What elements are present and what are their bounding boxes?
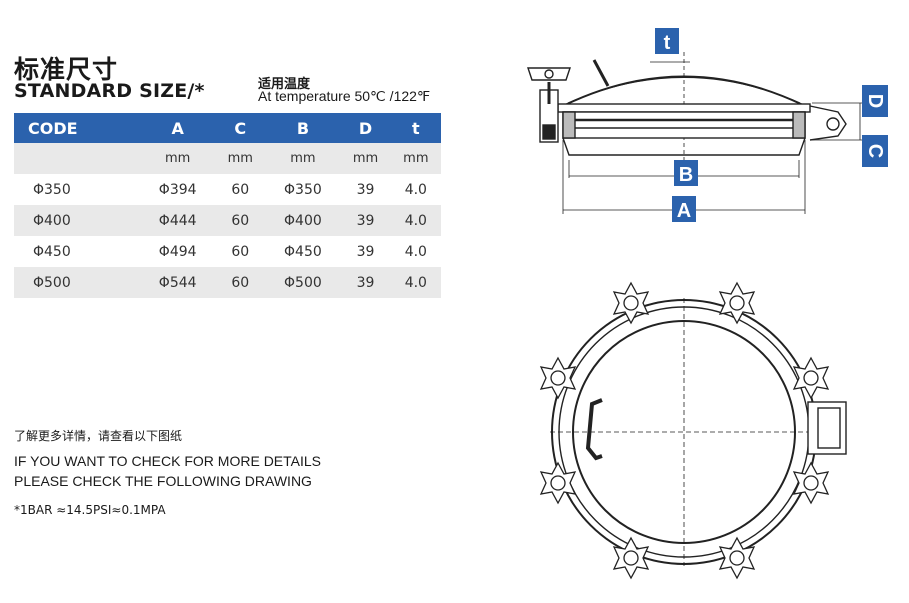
- cell-code: Φ450: [33, 243, 71, 260]
- table-header-row: CODE A C B D t: [14, 113, 441, 143]
- flange-neck: [562, 137, 806, 156]
- size-table: CODE A C B D t mm mm mm mm mm Φ350 Φ394 …: [14, 113, 441, 298]
- cell-t: 4.0: [390, 267, 441, 298]
- cell-a: Φ494: [158, 243, 197, 260]
- col-header-code: CODE: [14, 113, 141, 143]
- label-a-text: A: [677, 200, 691, 222]
- col-header-c: C: [215, 113, 266, 143]
- table-row: Φ450 Φ494 60 Φ450 39 4.0: [14, 236, 441, 267]
- star-knob-icon: [792, 461, 830, 505]
- label-t: t: [655, 28, 679, 54]
- hinge-left-pin: [542, 124, 556, 140]
- label-t-text: t: [664, 32, 671, 54]
- dome-lid-inner: [567, 77, 801, 104]
- temperature-label-cn: 适用温度: [258, 77, 311, 92]
- hinge-right-inner: [817, 407, 841, 449]
- notes-block: 了解更多详情，请查看以下图纸 IF YOU WANT TO CHECK FOR …: [14, 427, 321, 517]
- cell-c: 60: [231, 243, 250, 260]
- cell-d: 39: [356, 181, 375, 198]
- table-row: Φ500 Φ544 60 Φ500 39 4.0: [14, 267, 441, 298]
- dome-handle: [592, 59, 610, 87]
- cell-b: Φ450: [284, 243, 322, 260]
- mid-ring: [558, 306, 810, 558]
- gasket-right: [792, 111, 806, 139]
- cell-a: Φ444: [140, 205, 216, 236]
- note-cn: 了解更多详情，请查看以下图纸: [14, 429, 183, 443]
- gasket-left: [562, 111, 576, 139]
- star-knob-icon: [718, 281, 756, 325]
- cell-c: 60: [215, 205, 266, 236]
- star-knob-icon: [539, 356, 577, 400]
- clamp-right: [809, 105, 847, 141]
- label-d-text: D: [864, 94, 886, 108]
- cell-a: Φ544: [140, 267, 216, 298]
- star-knob-side: [527, 67, 571, 81]
- star-knob-icon: [718, 536, 756, 580]
- temperature-label-en: At temperature 50℃ /122℉: [258, 88, 431, 104]
- star-knob-icon: [612, 281, 650, 325]
- col-header-b: B: [265, 113, 341, 143]
- page-title-cn: 标准尺寸: [14, 55, 119, 84]
- label-b: B: [674, 160, 698, 186]
- note-line-2: PLEASE CHECK THE FOLLOWING DRAWING: [14, 473, 312, 489]
- col-header-t: t: [390, 113, 441, 143]
- cell-d: 39: [356, 243, 375, 260]
- note-line-1: IF YOU WANT TO CHECK FOR MORE DETAILS: [14, 453, 322, 469]
- cell-code: Φ500: [14, 267, 141, 298]
- unit-cell: mm: [340, 143, 391, 174]
- star-knob-icon: [539, 461, 577, 505]
- col-header-a: A: [140, 113, 216, 143]
- label-a: A: [672, 196, 696, 222]
- page-title-en: STANDARD SIZE/*: [14, 80, 205, 102]
- units-row: mm mm mm mm mm: [14, 143, 441, 174]
- star-knob-icon: [612, 536, 650, 580]
- unit-cell: mm: [140, 143, 216, 174]
- label-d: D: [862, 85, 888, 117]
- cell-b: Φ500: [265, 267, 341, 298]
- label-c: C: [862, 135, 888, 167]
- unit-cell: [14, 143, 141, 174]
- pressure-note: *1BAR ≈14.5PSI≈0.1MPA: [14, 503, 166, 517]
- cell-t: 4.0: [390, 205, 441, 236]
- cell-code: Φ400: [14, 205, 141, 236]
- knob-center: [544, 69, 554, 79]
- label-b-text: B: [679, 164, 693, 186]
- cell-d: 39: [340, 267, 391, 298]
- unit-cell: mm: [390, 143, 441, 174]
- cell-code: Φ350: [33, 181, 71, 198]
- cell-b: Φ350: [284, 181, 322, 198]
- lid-handle: [585, 398, 603, 461]
- unit-cell: mm: [265, 143, 341, 174]
- cell-t: 4.0: [404, 243, 427, 260]
- side-view: [527, 52, 862, 214]
- col-header-d: D: [340, 113, 391, 143]
- star-knobs: [539, 281, 830, 580]
- cell-b: Φ400: [265, 205, 341, 236]
- lid-rim: [557, 103, 811, 113]
- flange-ring: [562, 111, 806, 139]
- table-row: Φ350 Φ394 60 Φ350 39 4.0: [14, 174, 441, 205]
- cell-c: 60: [215, 267, 266, 298]
- cell-d: 39: [340, 205, 391, 236]
- unit-cell: mm: [215, 143, 266, 174]
- clamp-bolt: [826, 117, 840, 131]
- cell-t: 4.0: [404, 181, 427, 198]
- star-knob-icon: [792, 356, 830, 400]
- cell-a: Φ394: [158, 181, 197, 198]
- label-c-text: C: [864, 144, 886, 158]
- cell-c: 60: [231, 181, 250, 198]
- table-row: Φ400 Φ444 60 Φ400 39 4.0: [14, 205, 441, 236]
- top-view: [550, 298, 847, 566]
